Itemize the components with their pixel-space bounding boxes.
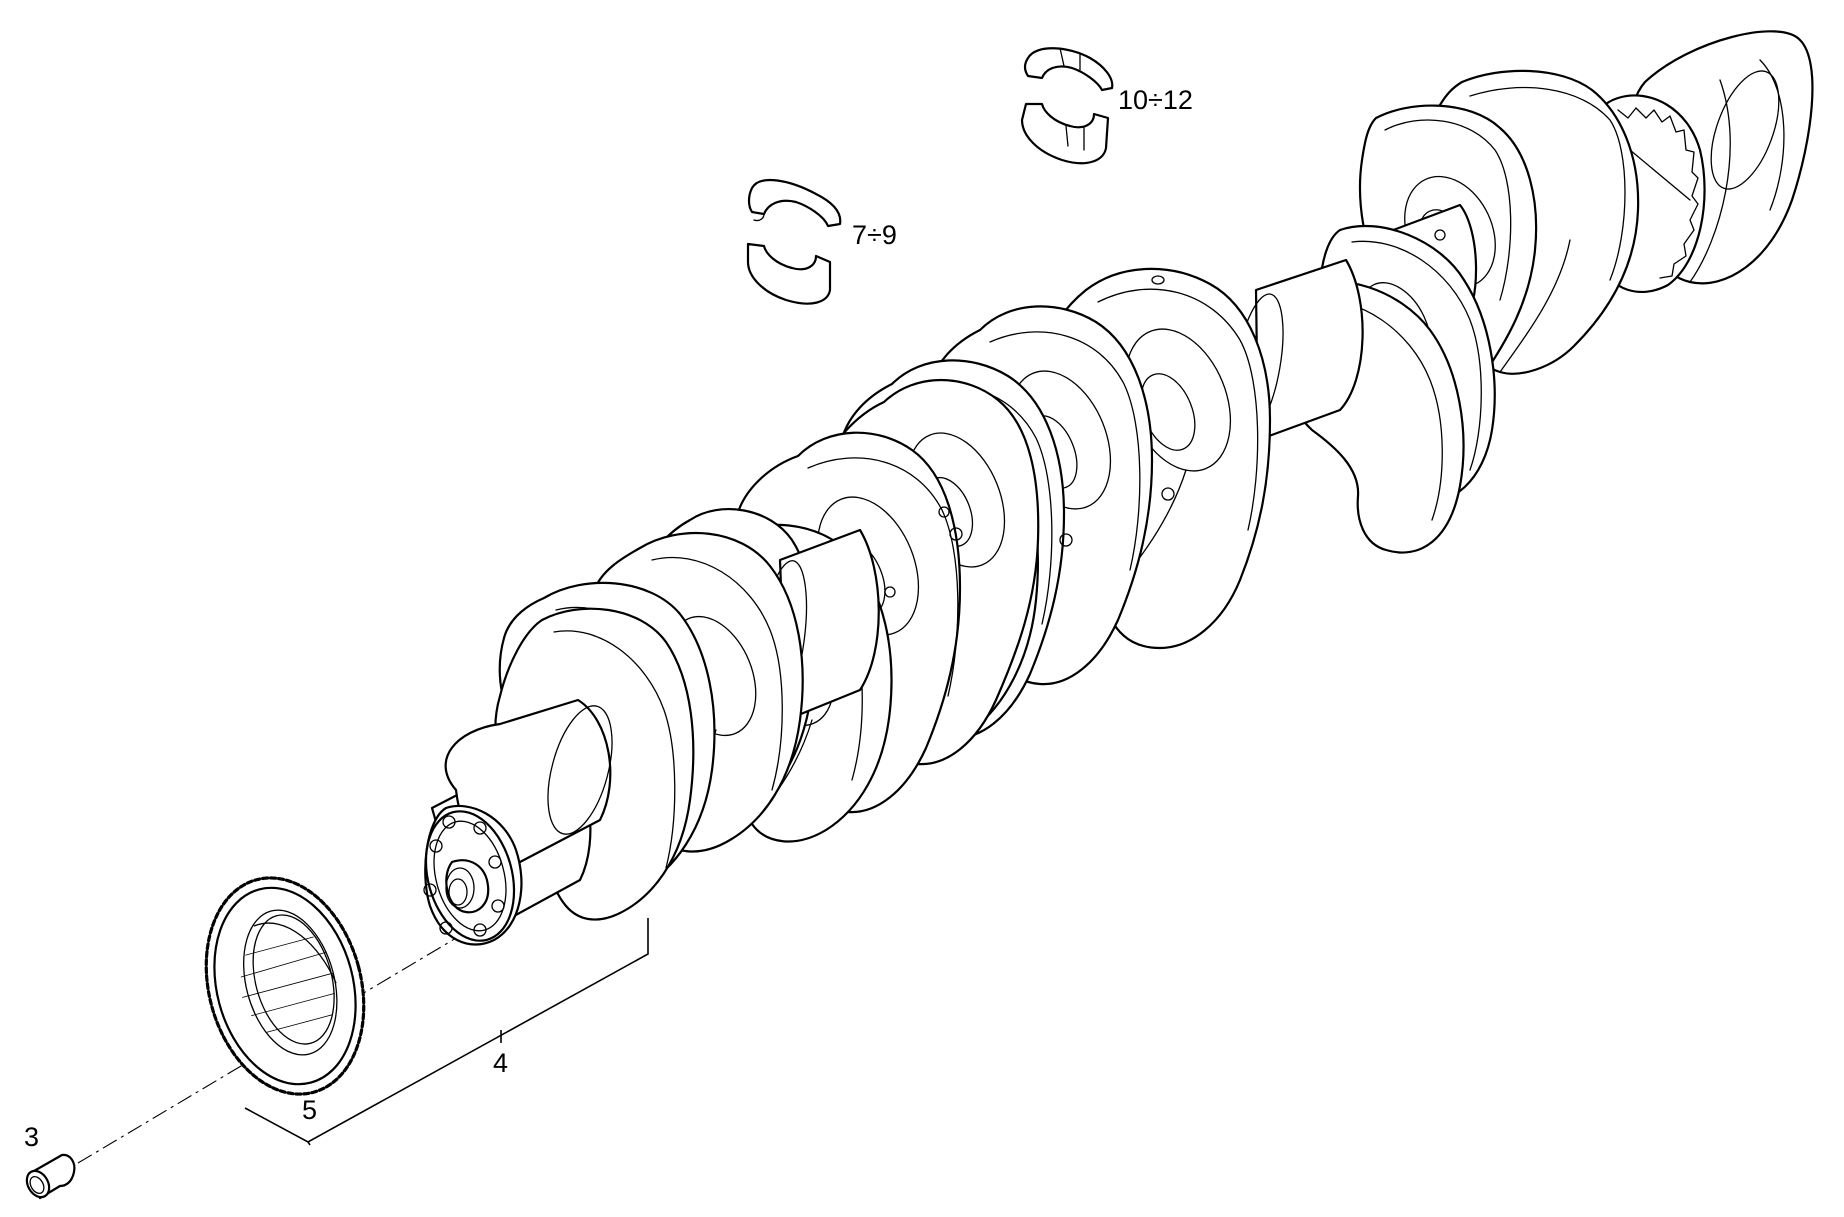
- crank-nose-face: [423, 804, 523, 946]
- crankshaft: [423, 30, 1814, 946]
- callout-7-9-main-bearings: 7÷9: [852, 220, 897, 250]
- dowel-pin: [25, 1153, 76, 1200]
- callout-10-12-conrod-bearings: 10÷12: [1118, 85, 1193, 115]
- conrod-bearing-shells: [1020, 47, 1114, 165]
- timing-gear: [204, 876, 366, 1096]
- callout-3-pin: 3: [24, 1122, 40, 1152]
- callout-5-timing-gear: 5: [302, 1095, 318, 1125]
- callout-4-crankshaft: 4: [493, 1048, 509, 1078]
- callout-leaders: [244, 918, 649, 1146]
- main-bearing-shells: [746, 179, 842, 305]
